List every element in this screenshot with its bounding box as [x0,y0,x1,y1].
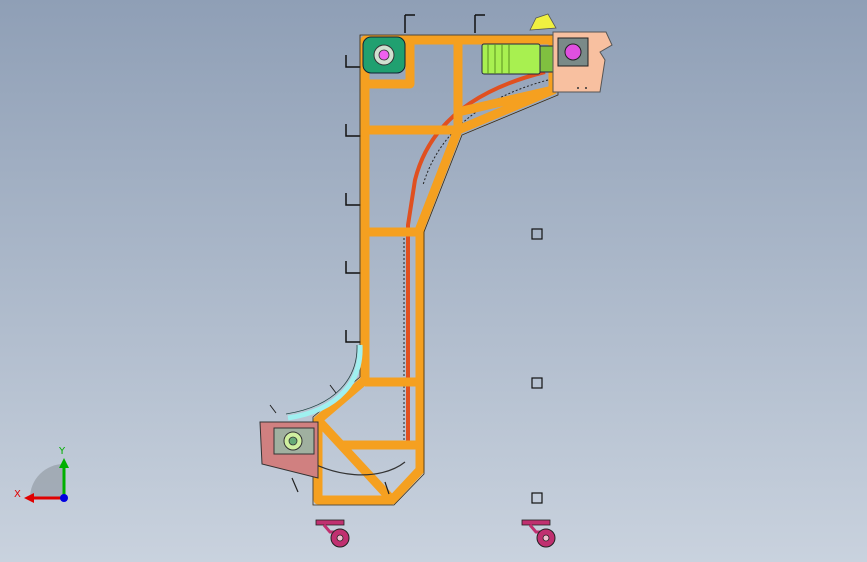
y-axis-label: Y [58,446,66,457]
chain-links [422,79,549,186]
tail-plate[interactable] [259,421,319,479]
drive-motor[interactable] [481,43,555,75]
caster-plate [521,519,551,526]
frame-brace [456,85,555,117]
guide-chute [287,344,363,421]
coordinate-triad: Y X [14,446,69,503]
caster-hub [336,534,344,542]
bracket [345,193,362,206]
bearing-shaft [378,49,390,61]
z-axis-dot [60,494,68,502]
y-axis-arrow [59,458,69,468]
tail-guard-bracket [291,477,390,495]
x-axis-arrow [24,493,34,503]
bracket [345,55,362,68]
top-bearing[interactable] [362,36,406,74]
frame-corner [365,40,415,89]
head-plate[interactable] [529,13,613,93]
caster-left[interactable] [315,519,350,548]
marker [531,492,543,504]
bracket [474,14,485,33]
motor-body [481,43,541,75]
frame-outline [313,35,558,505]
marker [531,377,543,389]
caster-right[interactable] [521,519,556,548]
caster-plate [315,519,345,526]
chain-strand [406,70,546,445]
head-tab [529,13,557,31]
reference-markers [531,228,543,504]
triad-plane [30,464,64,498]
bracket [345,261,362,274]
frame[interactable] [313,35,558,505]
bracket [345,124,362,137]
x-axis-label: X [14,489,21,500]
guide-chute-edge [285,344,358,415]
bracket [345,330,362,343]
dot [577,87,579,89]
tail-shaft [288,436,298,446]
caster-hub [542,534,550,542]
frame-brace [314,416,396,504]
chain [403,70,549,450]
side-brackets [345,14,485,343]
marker [531,228,543,240]
guide-bracket [269,384,337,414]
head-shaft [564,43,582,61]
bracket [404,14,415,33]
motor-flange [539,45,555,73]
dot [585,87,587,89]
motor-fins [487,44,510,74]
